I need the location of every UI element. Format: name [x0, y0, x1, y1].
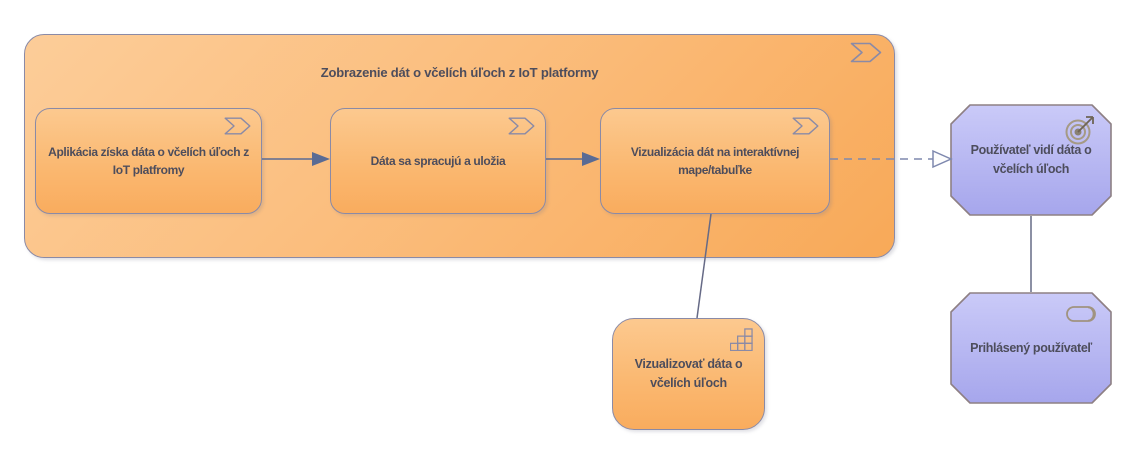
resource-cylinder-icon: [1066, 306, 1096, 327]
process-icon: [224, 117, 251, 140]
capability-vizualizovat-data: Vizualizovať dáta o včelích úľoch: [612, 318, 765, 430]
process-icon: [850, 42, 882, 68]
process-icon: [792, 117, 819, 140]
resource-prihlaseny-pouzivatel: Prihlásený používateľ: [950, 292, 1112, 404]
grouping-title: Zobrazenie dát o včelích úľoch z IoT pla…: [320, 65, 599, 80]
process-label: Aplikácia získa dáta o včelích úľoch z I…: [48, 145, 249, 177]
capability-grid-icon: [729, 328, 753, 357]
process-vizualizacia-dat: Vizualizácia dát na interaktívnej mape/t…: [600, 108, 830, 214]
process-aplikacia-ziska-data: Aplikácia získa dáta o včelích úľoch z I…: [35, 108, 262, 214]
capability-label: Vizualizovať dáta o včelích úľoch: [634, 357, 743, 390]
process-label: Vizualizácia dát na interaktívnej mape/t…: [630, 145, 800, 177]
process-label: Dáta sa spracujú a uložia: [370, 154, 506, 168]
resource-label: Prihlásený používateľ: [970, 340, 1092, 355]
outcome-pouzivatel-vidi-data: Používateľ vidí dáta o včelích úľoch: [950, 104, 1112, 216]
process-data-sa-spracuju: Dáta sa spracujú a uložia: [330, 108, 546, 214]
outcome-target-icon: [1064, 114, 1098, 151]
process-icon: [508, 117, 535, 140]
outcome-label: Používateľ vidí dáta o včelích úľoch: [970, 143, 1092, 176]
